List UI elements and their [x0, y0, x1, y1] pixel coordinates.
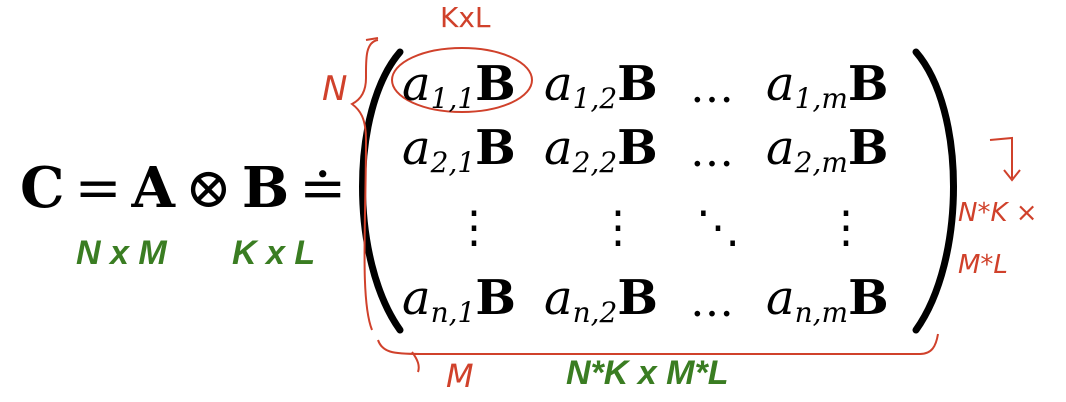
left-curly-brace [350, 39, 379, 331]
bottom-curly-brace [377, 333, 939, 355]
matrix-cell-2-m: a2,mB [766, 120, 889, 179]
right-paren [912, 48, 957, 334]
matrix-c-symbol: C [20, 155, 65, 221]
defined-as-symbol: ≐ [299, 156, 347, 221]
down-arrow [989, 136, 1013, 178]
matrix-cell-n-1: an,1B [402, 270, 516, 329]
annotation-m: M [446, 357, 474, 395]
matrix-hdots-2: … [690, 126, 734, 177]
matrix-vdots-1: ⋮ [452, 202, 496, 253]
matrix-cell-1-m: a1,mB [766, 56, 889, 115]
b-dimensions-label: K x L [232, 234, 316, 272]
annotation-ml: M*L [958, 250, 1008, 280]
left-paren [359, 48, 404, 334]
matrix-cell-2-2: a2,2B [544, 120, 658, 179]
annotation-n: N [322, 69, 348, 109]
equals-sign: = [74, 156, 122, 221]
matrix-cell-n-2: an,2B [544, 270, 658, 329]
matrix-ddots: ⋱ [696, 202, 740, 253]
matrix-b-symbol: B [241, 155, 290, 221]
matrix-cell-2-1: a2,1B [402, 120, 516, 179]
annotation-nk: N*K × [958, 198, 1038, 228]
a-dimensions-label: N x M [76, 234, 167, 272]
matrix-vdots-m: ⋮ [824, 202, 868, 253]
matrix-vdots-2: ⋮ [596, 202, 640, 253]
kronecker-product-symbol: ⊗ [184, 156, 232, 221]
matrix-hdots-n: … [690, 276, 734, 327]
matrix-a-symbol: A [131, 155, 175, 221]
matrix-cell-1-1: a1,1B [402, 56, 516, 115]
matrix-cell-1-2: a1,2B [544, 56, 658, 115]
c-dimensions-label: N*K x M*L [566, 354, 729, 392]
annotation-kxl: KxL [440, 1, 491, 34]
highlight-circle [391, 47, 533, 113]
equation-lhs: C = A ⊗ B ≐ [20, 160, 346, 217]
matrix-hdots-1: … [690, 62, 734, 113]
matrix-cell-n-m: an,mB [766, 270, 889, 329]
